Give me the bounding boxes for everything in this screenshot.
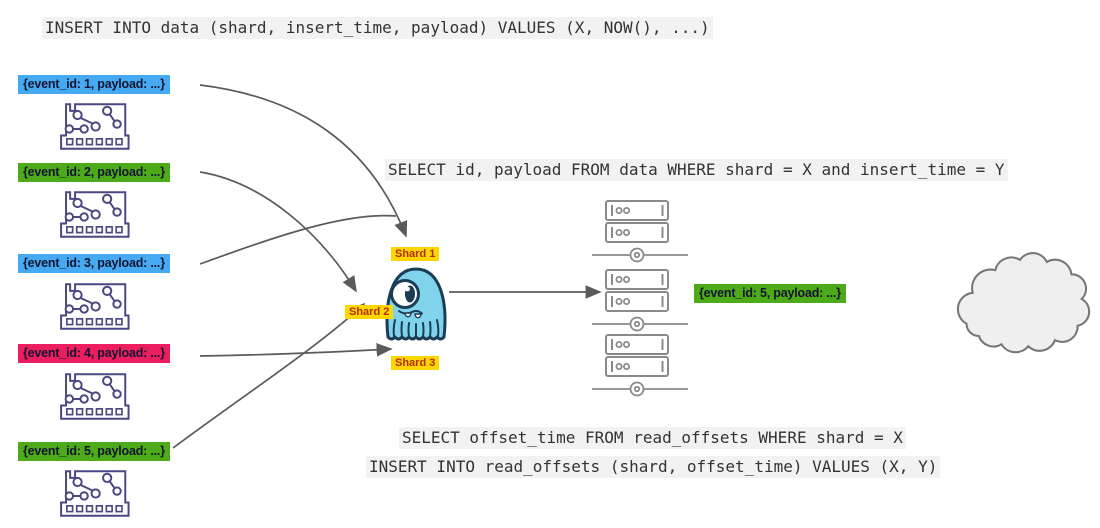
sql-insert-data: INSERT INTO data (shard, insert_time, pa… xyxy=(42,17,713,39)
shard-2-label: Shard 2 xyxy=(345,305,394,319)
sql-insert-offset: INSERT INTO read_offsets (shard, offset_… xyxy=(366,456,941,478)
arrow-event1-to-shard1 xyxy=(199,84,408,238)
server-stack-icon xyxy=(592,268,688,332)
arrow-event2-to-shard2 xyxy=(199,171,357,293)
event-label-5: {event_id: 5, payload: ...} xyxy=(18,442,170,461)
event-label-1: {event_id: 1, payload: ...} xyxy=(18,75,170,94)
circuit-board-icon xyxy=(56,371,132,422)
event-label-2: {event_id: 2, payload: ...} xyxy=(18,163,170,182)
circuit-board-icon xyxy=(56,101,132,152)
arrow-event3-to-shard1 xyxy=(199,214,397,265)
circuit-board-icon xyxy=(56,281,132,332)
circuit-board-icon xyxy=(56,468,132,519)
event-label-3: {event_id: 3, payload: ...} xyxy=(18,254,170,273)
server-stack-icon xyxy=(592,333,688,397)
arrow-event4-to-shard3 xyxy=(199,342,393,357)
sql-select-data: SELECT id, payload FROM data WHERE shard… xyxy=(385,159,1008,181)
event-label-4: {event_id: 4, payload: ...} xyxy=(18,344,170,363)
server-stack-icon xyxy=(592,199,688,263)
arrow-event5-to-shard2 xyxy=(172,302,366,449)
shard-3-label: Shard 3 xyxy=(391,356,440,370)
circuit-board-icon xyxy=(56,189,132,240)
octopus-mascot-icon xyxy=(385,267,447,341)
shard-1-label: Shard 1 xyxy=(391,247,440,261)
cloud-icon xyxy=(956,252,1091,354)
sql-select-offset: SELECT offset_time FROM read_offsets WHE… xyxy=(399,427,906,449)
output-event-label: {event_id: 5, payload: ...} xyxy=(694,284,846,303)
